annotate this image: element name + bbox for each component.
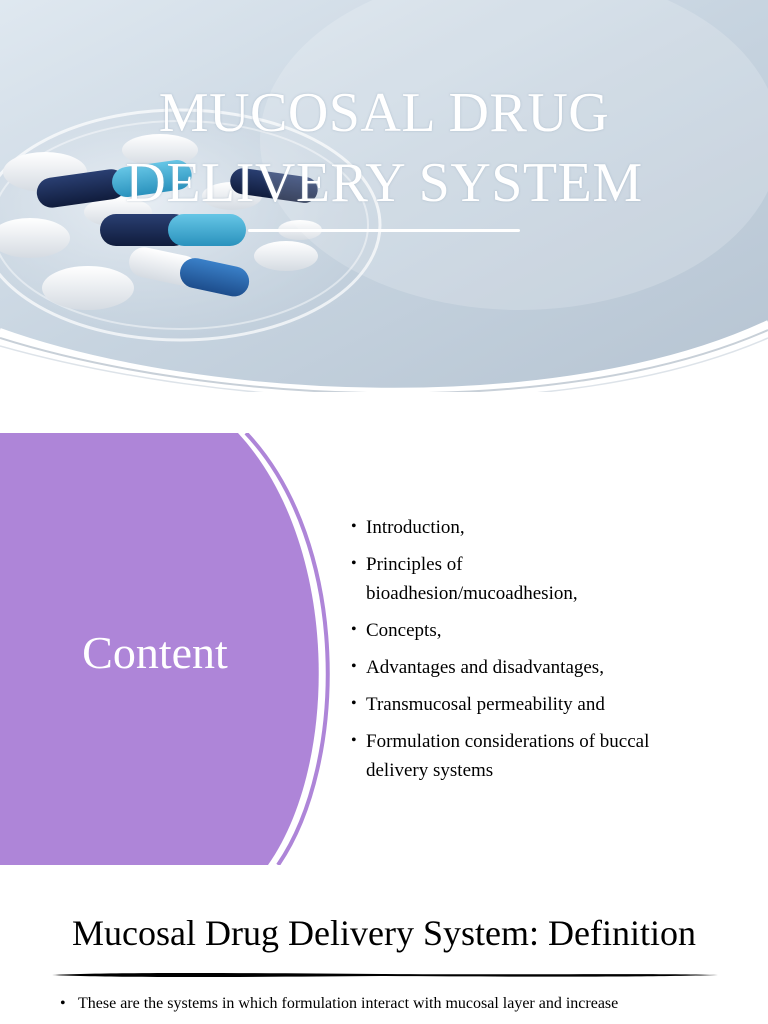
list-item: Principles of bioadhesion/mucoadhesion, — [350, 549, 750, 608]
list-item: Introduction, — [350, 512, 750, 542]
content-heading: Content — [82, 627, 228, 678]
content-slide — [0, 433, 768, 865]
slide-title: MUCOSAL DRUG DELIVERY SYSTEM — [0, 78, 768, 218]
title-line-2: DELIVERY SYSTEM — [125, 152, 643, 214]
list-item: These are the systems in which formulati… — [58, 991, 718, 1017]
definition-slide: Mucosal Drug Delivery System: Definition… — [0, 893, 768, 1024]
title-underline — [248, 229, 520, 232]
list-item: Transmucosal permeability and — [350, 689, 750, 719]
list-item: Advantages and disadvantages, — [350, 652, 750, 682]
list-item: Formulation considerations of buccal del… — [350, 726, 750, 785]
list-item: Concepts, — [350, 615, 750, 645]
purple-panel — [0, 433, 330, 865]
title-slide: MUCOSAL DRUG DELIVERY SYSTEM — [0, 0, 768, 392]
definition-bullet-list: These are the systems in which formulati… — [58, 991, 718, 1017]
title-line-1: MUCOSAL DRUG — [158, 82, 610, 144]
definition-title: Mucosal Drug Delivery System: Definition — [72, 913, 696, 953]
pills-photo — [0, 0, 768, 392]
title-divider — [52, 973, 718, 977]
content-bullet-list: Introduction, Principles of bioadhesion/… — [350, 512, 750, 793]
